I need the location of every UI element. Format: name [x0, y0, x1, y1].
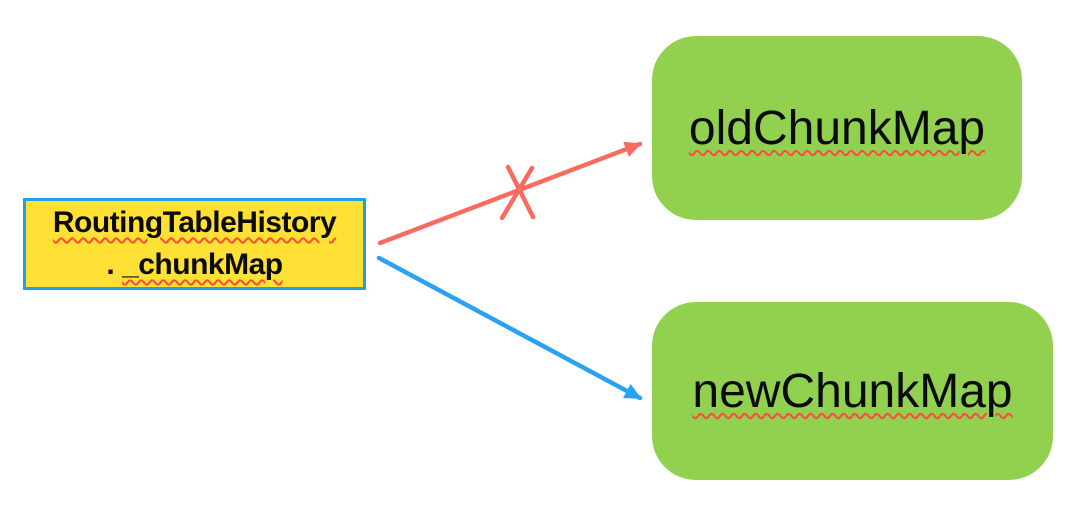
source-box-line1-text: RoutingTableHistory: [52, 206, 337, 239]
cross-out-x-stroke-1: [505, 164, 536, 220]
newchunkmap-label: newChunkMap: [692, 364, 1013, 418]
routing-table-history-box: RoutingTableHistory . _chunkMap: [23, 198, 366, 290]
source-box-line2: . _chunkMap: [106, 244, 283, 286]
arrow-to-oldchunkmap: [377, 141, 643, 246]
oldchunkmap-label: oldChunkMap: [688, 101, 986, 155]
source-box-line2-prefix: .: [106, 248, 123, 281]
source-box-line1: RoutingTableHistory: [52, 202, 337, 244]
arrow-to-newchunkmap: [376, 255, 643, 401]
newchunkmap-box: newChunkMap: [652, 302, 1053, 480]
source-box-line2-word: _chunkMap: [122, 248, 283, 281]
oldchunkmap-box: oldChunkMap: [652, 36, 1022, 220]
cross-out-x-stroke-2: [499, 165, 535, 221]
